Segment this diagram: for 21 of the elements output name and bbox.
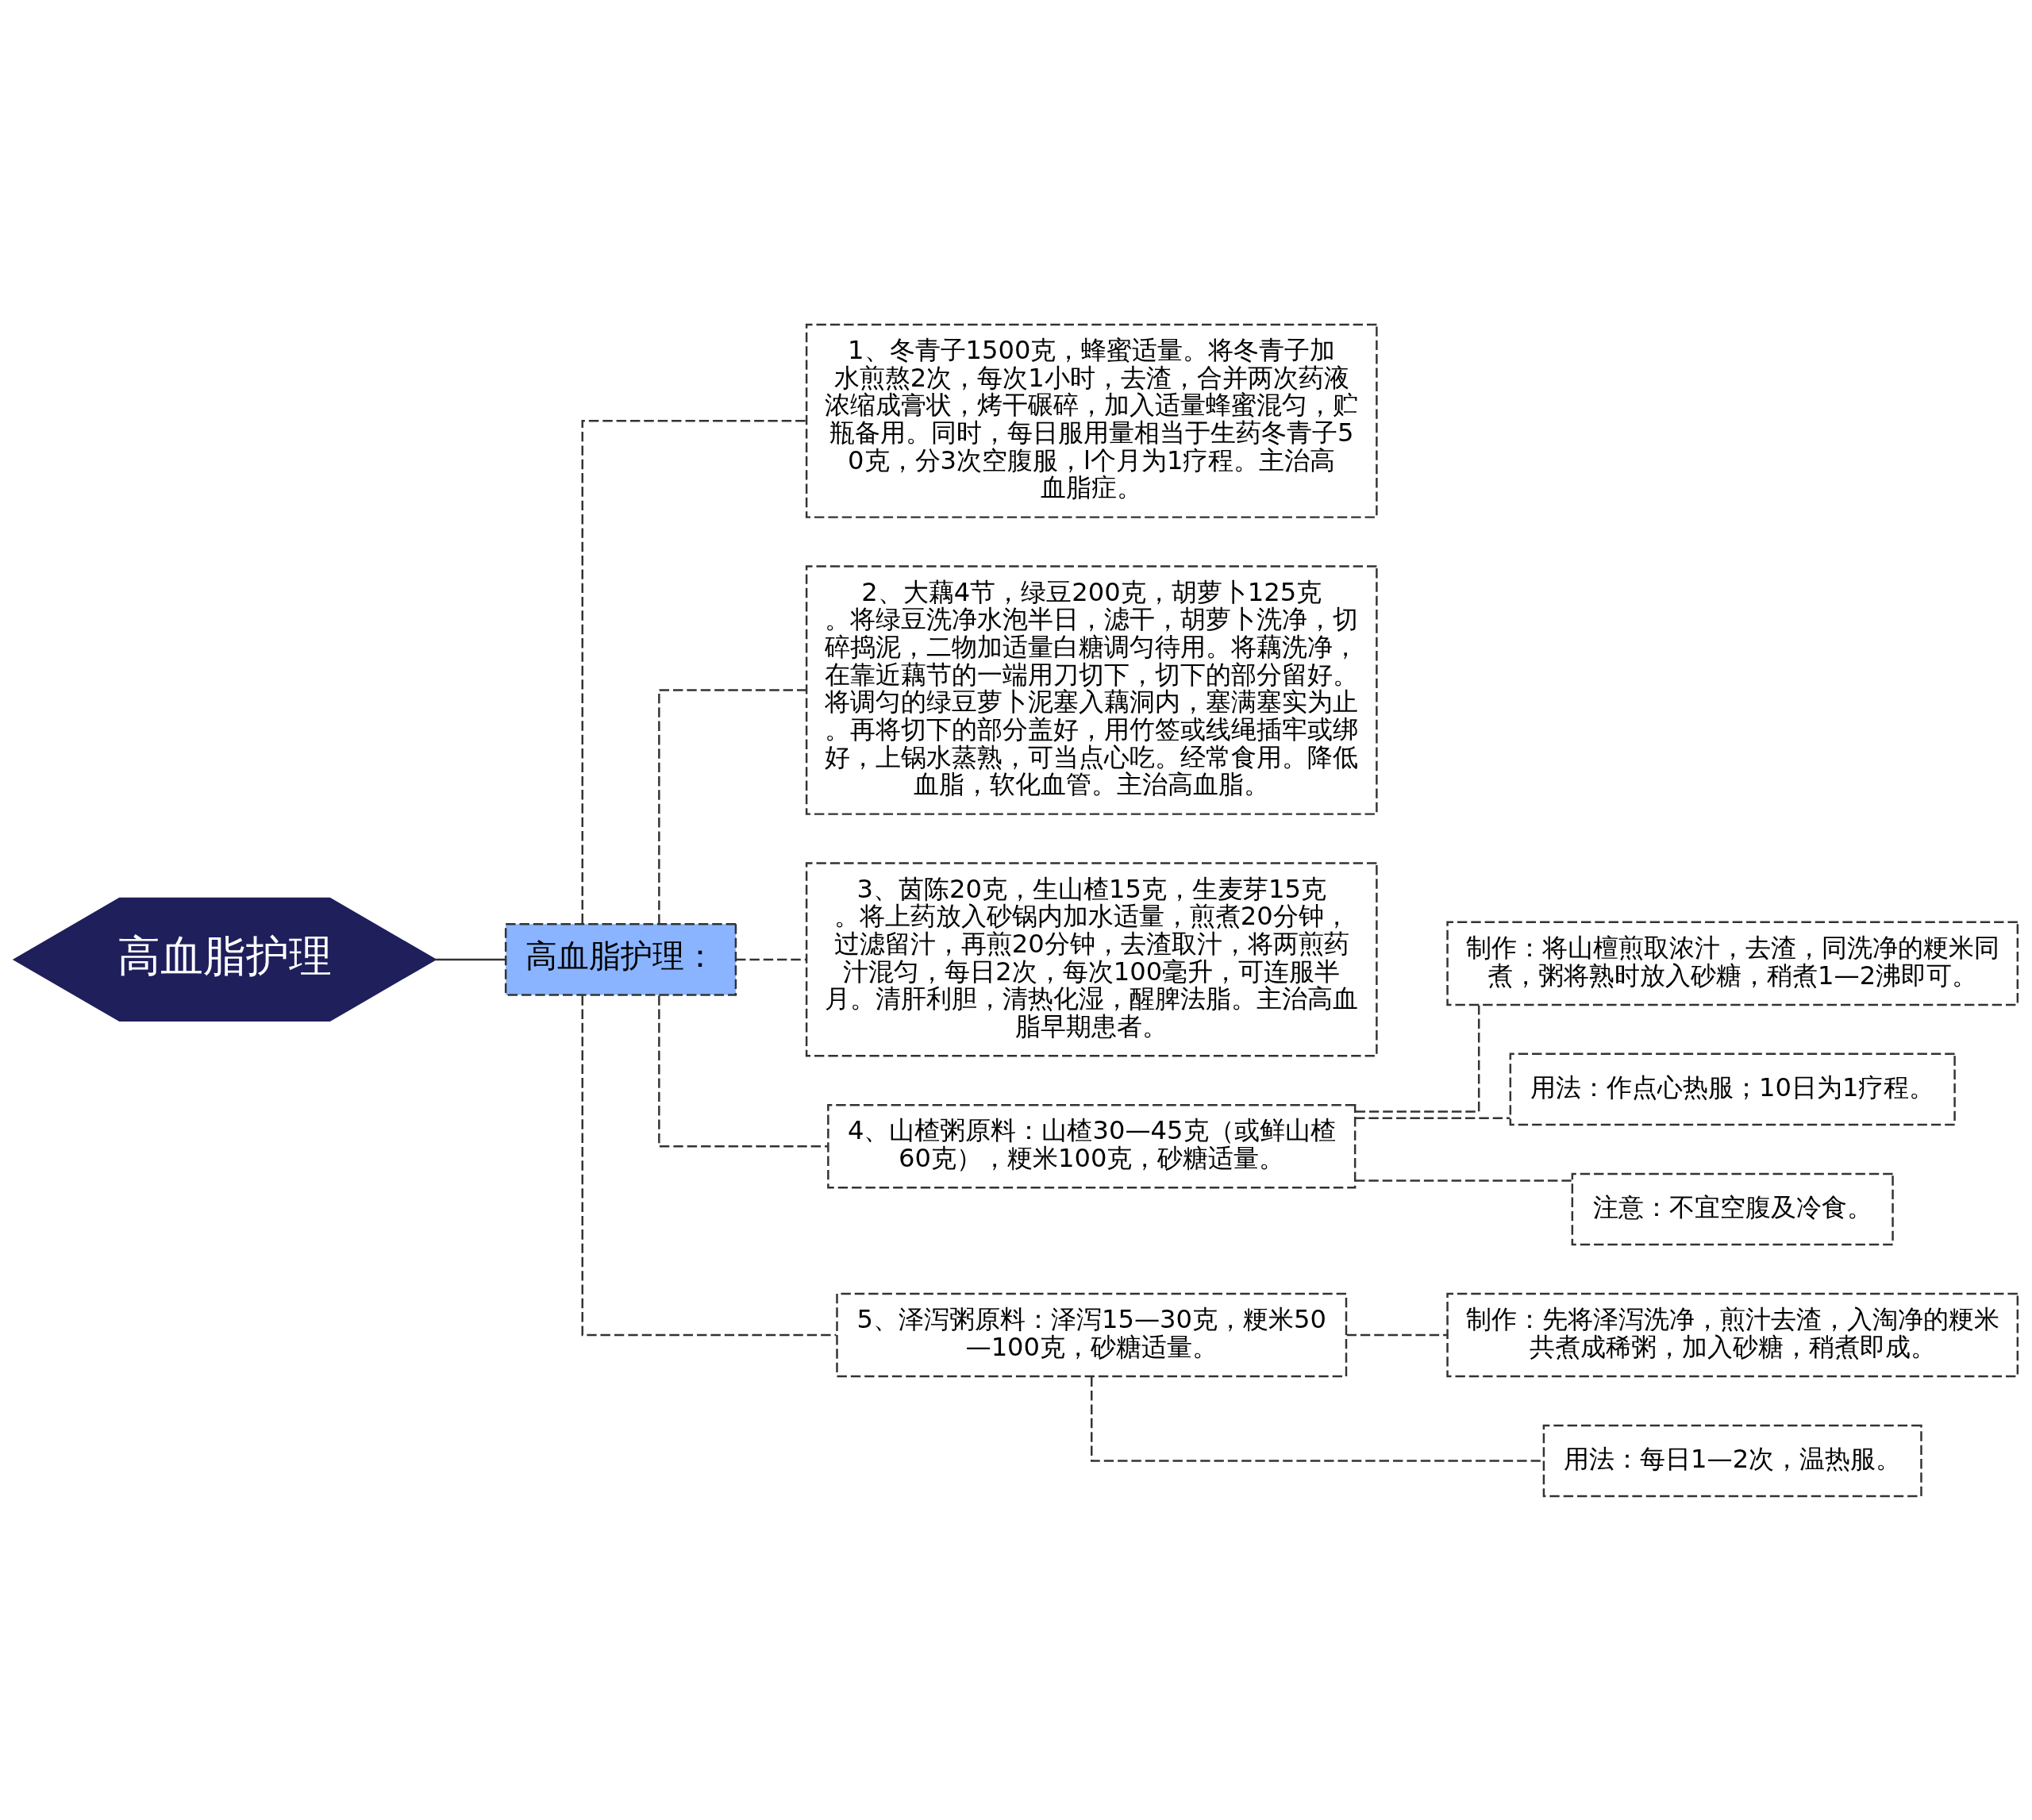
connector	[658, 995, 828, 1147]
node-box: 高血脂护理：	[504, 922, 737, 996]
node-box: 用法：作点心热服；10日为1疗程。	[1509, 1052, 1956, 1125]
connector	[581, 995, 837, 1336]
node-box: 3、茵陈20克，生山楂15克，生麦芽15克。将上药放入砂锅内加水适量，煎煮20分钟，过滤留汁，再煎20分钟，去渣取汁，将两煎药汁混匀，每日2次，每次100毫升，可连服半月。清肝利胆，清热化湿，醒脾法脂。主治高血脂早期患者。	[805, 861, 1378, 1056]
node-box: 2、大藕4节，绿豆200克，胡萝卜125克。将绿豆洗净水泡半日，滤干，胡萝卜洗净，切碎捣泥，二物加适量白糖调匀待用。将藕洗净，在靠近藕节的一端用刀切下，切下的部分留好。将调匀的绿豆萝卜泥塞入藕洞内，塞满塞实为止。再将切下的部分盖好，用竹签或线绳插牢或绑好，上锅水蒸熟，可当点心吃。经常食用。降低血脂，软化血管。主治高血脂。	[805, 564, 1378, 815]
connector	[1346, 1333, 1448, 1336]
connector	[434, 958, 506, 960]
connector	[658, 688, 806, 924]
connector	[1355, 1179, 1572, 1182]
connector	[736, 958, 806, 960]
node-box: 用法：每日1—2次，温热服。	[1542, 1424, 1922, 1497]
node-box: 5、泽泻粥原料：泽泻15—30克，粳米50—100克，砂糖适量。	[836, 1292, 1348, 1377]
node-box: 制作：先将泽泻洗净，煎汁去渣，入淘净的粳米共煮成稀粥，加入砂糖，稍煮即成。	[1446, 1292, 2019, 1377]
node-box: 1、冬青子1500克，蜂蜜适量。将冬青子加水煎熬2次，每次1小时，去渣，合并两次药液浓缩成膏状，烤干碾碎，加入适量蜂蜜混匀，贮瓶备用。同时，每日服用量相当于生药冬青子50克，分3次空腹服，l个月为1疗程。主治高血脂症。	[805, 323, 1378, 518]
node-box: 制作：将山檀煎取浓汁，去渣，同洗净的粳米同煮，粥将熟时放入砂糖，稍煮1—2沸即可。	[1446, 921, 2019, 1006]
connector	[1355, 1117, 1511, 1119]
node-box: 注意：不宜空腹及冷食。	[1571, 1172, 1894, 1245]
connector	[581, 419, 807, 923]
node-box: 4、山楂粥原料：山楂30—45克（或鲜山楂60克），粳米100克，砂糖适量。	[827, 1103, 1357, 1188]
connector	[1355, 1005, 1480, 1113]
